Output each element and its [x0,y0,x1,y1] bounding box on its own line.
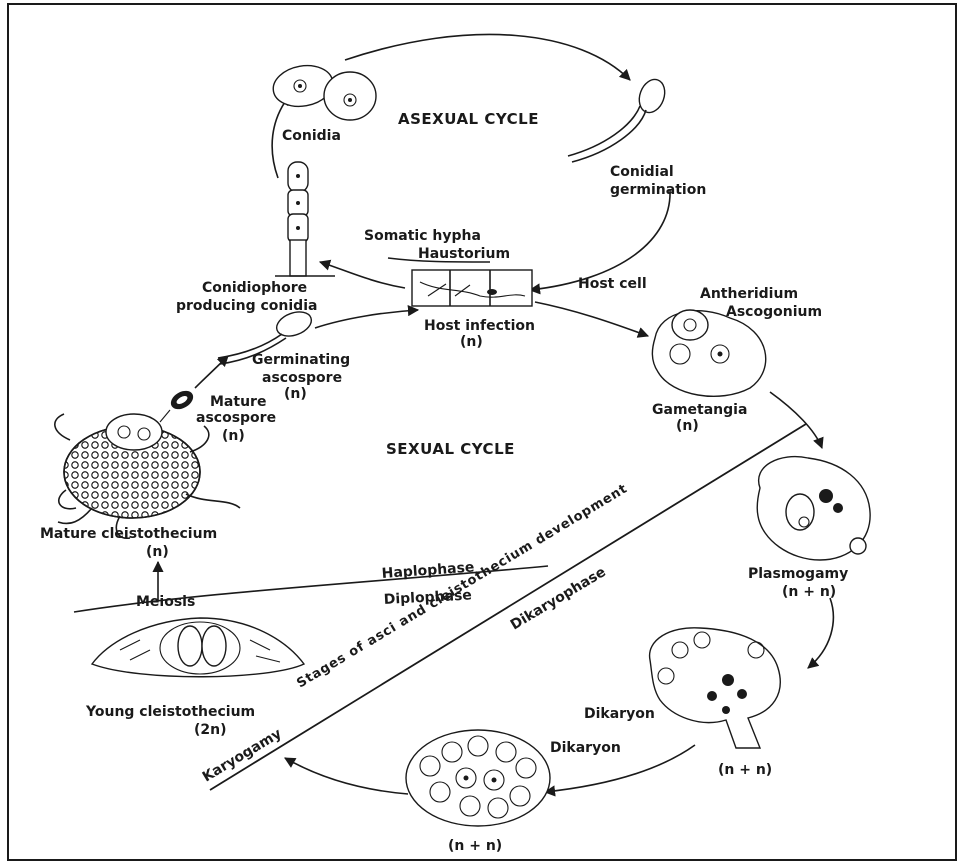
host-infection-illustration [388,258,532,306]
gametangia-ploidy: (n) [676,418,699,434]
conidiophore-illustration [275,162,335,276]
gametangia-illustration [652,310,765,396]
plasmogamy-ploidy: (n + n) [782,584,836,600]
asexual-cycle-title: ASEXUAL CYCLE [398,110,539,128]
dikaryon-2-ploidy: (n + n) [448,838,502,854]
mature-ascospore-ploidy: (n) [222,428,245,444]
dikaryon-2-label: Dikaryon [550,740,621,756]
host-infection-label: Host infection [424,318,535,334]
conidial-germination-label-1: Conidial [610,164,674,180]
arrow-dikaryon-to-young-cleistothecium [285,758,408,794]
host-cell-label: Host cell [578,276,647,292]
plasmogamy-label: Plasmogamy [748,566,848,582]
sexual-cycle-title: SEXUAL CYCLE [386,440,515,458]
host-infection-ploidy: (n) [460,334,483,350]
meiosis-label: Meiosis [136,594,195,610]
conidiophore-label-1: Conidiophore [202,280,307,296]
arrow-host-to-gametangia [535,302,648,336]
arrow-ascospore-to-host [315,310,418,328]
somatic-hypha-label: Somatic hypha [364,228,481,244]
arrow-gametangia-to-plasmogamy [770,392,822,448]
gametangia-label: Gametangia [652,402,747,418]
mature-cleistothecium-ploidy: (n) [146,544,169,560]
mature-cleistothecium-label: Mature cleistothecium [40,526,217,542]
conidia-label: Conidia [282,128,341,144]
arrow-mature-to-germinating [195,356,228,388]
arrow-conidia-to-germination [345,34,630,80]
mature-ascospore-label-2: ascospore [196,410,276,426]
antheridium-label: Antheridium [700,286,798,302]
germinating-ascospore-ploidy: (n) [284,386,307,402]
germinating-ascospore-label-1: Germinating [252,352,350,368]
haustorium-label: Haustorium [418,246,510,262]
conidial-germination-label-2: germination [610,182,706,198]
young-cleistothecium-label: Young cleistothecium [85,704,255,720]
dikaryon-1-label: Dikaryon [584,706,655,722]
conidia-illustration [270,61,376,120]
ascogonium-label: Ascogonium [726,304,822,320]
young-cleistothecium-illustration [92,618,304,677]
mature-ascospore-illustration [160,387,196,422]
conidiophore-label-2: producing conidia [176,298,317,314]
arrow-plasmogamy-to-dikaryon [808,598,833,668]
mature-ascospore-label-1: Mature [210,394,266,410]
dikaryon-1-ploidy: (n + n) [718,762,772,778]
arrow-germination-to-host [530,190,670,290]
germinating-ascospore-label-2: ascospore [262,370,342,386]
young-cleistothecium-ploidy: (2n) [194,722,227,738]
plasmogamy-illustration [757,457,870,560]
dikaryon-1-illustration [650,628,781,748]
mature-cleistothecium-illustration [55,414,240,538]
arrow-host-to-conidiophore [320,262,405,288]
germinating-conidium-illustration [568,76,669,162]
dikaryon-2-illustration [406,730,550,826]
